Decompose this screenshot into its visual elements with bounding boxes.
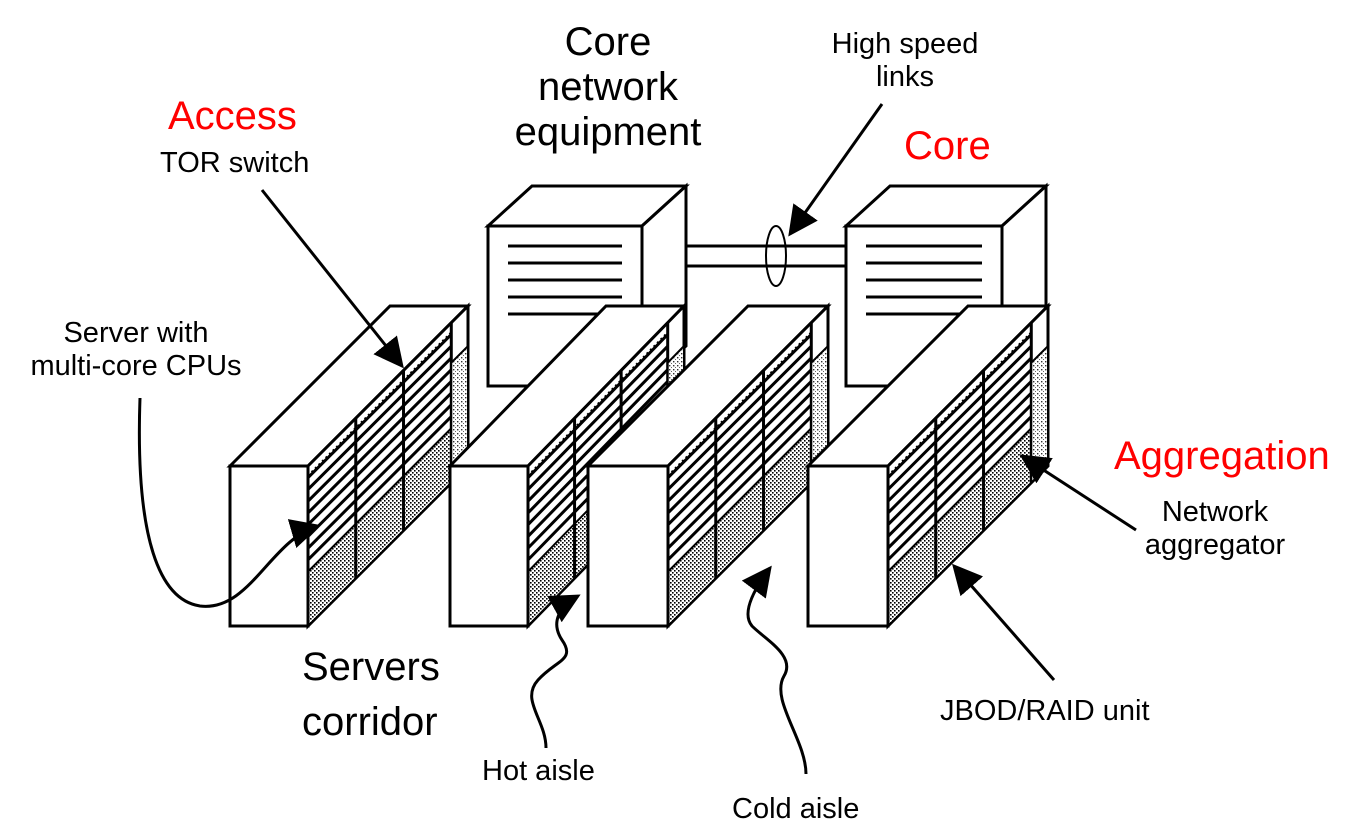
- rack-server-slat: [306, 356, 453, 503]
- network-aggregator-label: Network aggregator: [1144, 496, 1286, 561]
- high-speed-links-arrow: [788, 103, 884, 237]
- server-rack-4: [804, 302, 1052, 630]
- hot-aisle-pointer: [530, 594, 581, 749]
- server-multicore-label: Server with multi-core CPUs: [30, 317, 242, 382]
- rack-front-face: [228, 464, 310, 628]
- jbod-raid-arrow: [952, 563, 1056, 681]
- rack-server-slat: [306, 345, 453, 491]
- rack-tor-row: [667, 331, 812, 477]
- link-bundle-ellipse: [765, 225, 787, 287]
- core-network-unit-right: [842, 182, 1050, 390]
- rack-server-slat: [886, 345, 1033, 491]
- rack-tor-row: [307, 331, 452, 477]
- servers-corridor-label: Servers corridor: [302, 645, 440, 745]
- rack-server-slat: [526, 345, 669, 491]
- rack-server-slat: [666, 333, 813, 479]
- core-label: Core: [904, 124, 991, 168]
- rack-server-slat: [886, 415, 1033, 561]
- callout-pointers: [137, 103, 1137, 775]
- rack-server-slat: [886, 368, 1033, 514]
- rack-server-slat: [526, 368, 669, 514]
- high-speed-links-label: High speed links: [831, 28, 979, 93]
- rack-tor-row: [887, 331, 1032, 477]
- rack-server-slat: [666, 368, 813, 514]
- tor-switch-label: TOR switch: [160, 147, 310, 179]
- core-equipment-label: Core network equipment: [514, 20, 702, 155]
- rack-server-slat: [526, 356, 669, 503]
- rack-server-slat: [666, 403, 813, 550]
- tor-switch-arrow: [260, 189, 404, 369]
- rack-front-face: [448, 464, 530, 628]
- server-rack-3: [584, 302, 832, 630]
- high-speed-links: [686, 225, 846, 287]
- rack-server-slat: [306, 415, 453, 561]
- rack-server-slat: [306, 368, 453, 514]
- aggregation-label: Aggregation: [1114, 434, 1330, 478]
- rack-server-slat: [886, 403, 1033, 550]
- rack-server-slat: [666, 392, 813, 538]
- rack-server-slat: [306, 403, 453, 550]
- rack-front-face: [806, 464, 890, 628]
- rack-server-slat: [886, 380, 1033, 526]
- rack-front-face: [586, 464, 670, 628]
- rack-server-slat: [306, 392, 453, 538]
- server-multicore-pointer: [137, 397, 321, 608]
- rack-server-slat: [886, 333, 1033, 479]
- hot-aisle-label: Hot aisle: [482, 755, 595, 787]
- rack-server-slat: [886, 392, 1033, 538]
- rack-server-slat: [666, 415, 813, 561]
- cold-aisle-pointer: [741, 565, 808, 775]
- rack-server-slat: [526, 333, 669, 479]
- rack-server-slat: [306, 380, 453, 526]
- rack-server-slat: [306, 333, 453, 479]
- access-label: Access: [168, 94, 297, 138]
- network-aggregator-arrow: [1019, 454, 1137, 532]
- rack-tor-row: [527, 331, 669, 477]
- rack-server-slat: [526, 380, 669, 526]
- rack-server-slat: [666, 345, 813, 491]
- rack-server-slat: [886, 356, 1033, 503]
- rack-server-slat: [666, 356, 813, 503]
- cold-aisle-label: Cold aisle: [732, 793, 860, 825]
- rack-server-slat: [666, 380, 813, 526]
- jbod-raid-label: JBOD/RAID unit: [940, 695, 1150, 727]
